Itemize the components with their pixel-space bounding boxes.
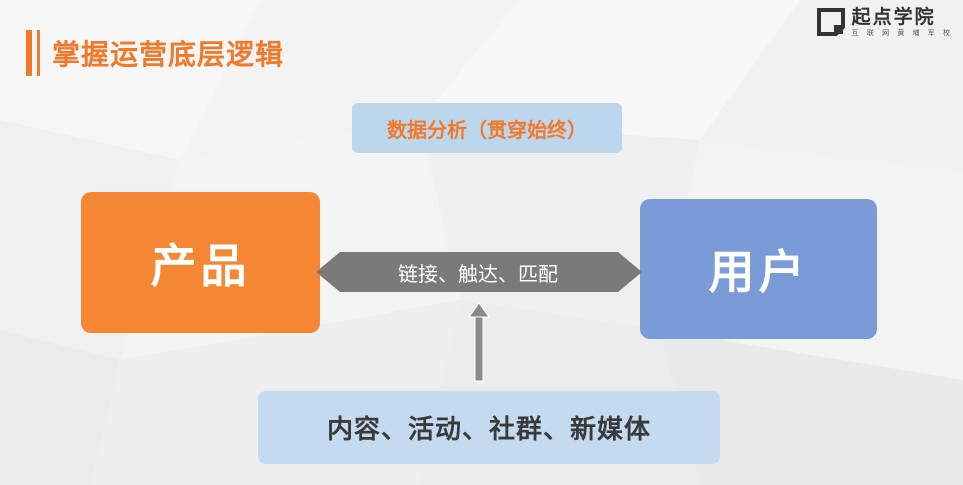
user-label: 用户 xyxy=(708,245,809,299)
data-analysis-label: 数据分析（贯穿始终） xyxy=(387,117,587,142)
product-label: 产品 xyxy=(150,238,251,293)
title-text: 掌握运营底层逻辑 xyxy=(52,38,285,71)
slide-title: 掌握运营底层逻辑 xyxy=(26,30,284,76)
user-node: 用户 xyxy=(640,199,877,339)
double-arrow-icon xyxy=(316,252,642,292)
logo-icon xyxy=(816,8,845,36)
data-analysis-box: 数据分析（贯穿始终） xyxy=(352,103,622,153)
title-accent-bar xyxy=(26,30,32,76)
logo-subtitle: 互 联 网 黄 埔 军 校 xyxy=(851,29,953,37)
link-label: 链接、触达、匹配 xyxy=(398,261,558,286)
product-node: 产品 xyxy=(81,192,320,333)
channels-label: 内容、活动、社群、新媒体 xyxy=(326,415,651,445)
title-accent-bar-thin xyxy=(37,30,40,76)
channels-box: 内容、活动、社群、新媒体 xyxy=(258,391,720,464)
up-arrow-icon xyxy=(468,303,490,382)
logo-name: 起点学院 xyxy=(851,6,936,28)
brand-logo: 起点学院 互 联 网 黄 埔 军 校 xyxy=(816,6,953,38)
